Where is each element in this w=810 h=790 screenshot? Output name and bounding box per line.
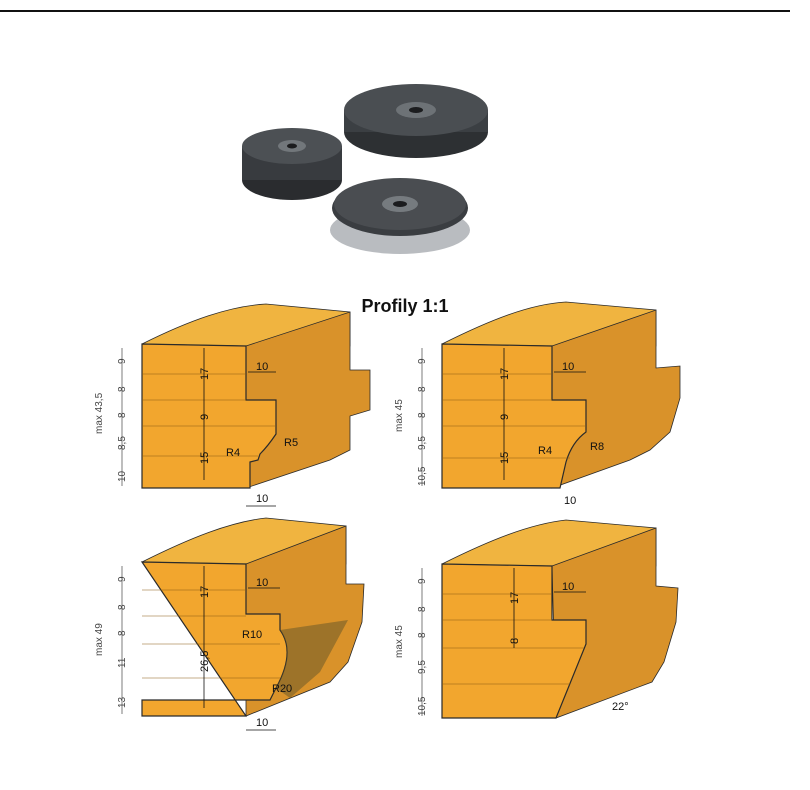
profile-3-side-1: 9 [117, 576, 128, 582]
profile-1-radius-1: R4 [226, 447, 240, 459]
profile-3-radius-1: R10 [242, 629, 262, 641]
profile-3-dim-1: 17 [199, 586, 211, 598]
profile-1-dim-1: 17 [199, 368, 211, 380]
top-rule [0, 10, 790, 12]
profile-1-dim-5: 10 [256, 493, 268, 505]
profile-2-side-1: 9 [417, 358, 428, 364]
profile-2-side-2: 8 [417, 386, 428, 392]
profile-3-side-3: 8 [117, 630, 128, 636]
profile-4-side-2: 8 [417, 606, 428, 612]
profile-4-side-3: 8 [417, 632, 428, 638]
profile-1-side-3: 8 [117, 412, 128, 418]
profile-2-dim-5: 10 [564, 495, 576, 507]
profile-2-radius-2: R8 [590, 441, 604, 453]
profile-4-dim-3: 10 [562, 581, 574, 593]
profile-3-dim-3: 10 [256, 577, 268, 589]
profile-4-max: max 45 [394, 625, 405, 658]
cutter-heads-photo [242, 84, 488, 254]
profile-3: 17 26,5 10 10 R10 R20 9 8 8 11 13 max 49 [94, 517, 365, 731]
profile-4-side-4: 9,5 [417, 660, 428, 674]
profile-3-dim-4: 10 [256, 717, 268, 729]
profile-2-side-5: 10,5 [417, 466, 428, 486]
profile-3-side-2: 8 [117, 604, 128, 610]
profile-1-side-1: 9 [117, 358, 128, 364]
profile-2-dim-1: 17 [499, 368, 511, 380]
profile-1-radius-2: R5 [284, 437, 298, 449]
profile-4: 17 8 10 22° 9 8 8 9,5 10,5 max 45 [394, 519, 679, 719]
profile-2-side-4: 9,5 [417, 436, 428, 450]
profile-4-dim-1: 17 [509, 592, 521, 604]
profile-2-side-3: 8 [417, 412, 428, 418]
profile-3-side-5: 13 [117, 696, 128, 708]
profile-2-dim-2: 9 [499, 414, 511, 420]
profile-3-side-4: 11 [117, 657, 128, 668]
profile-1-max: max 43,5 [94, 392, 105, 434]
profile-2: 17 9 15 10 10 R4 R8 9 8 8 9,5 10,5 max 4… [394, 301, 681, 507]
profile-1-dim-2: 9 [199, 414, 211, 420]
profile-2-max: max 45 [394, 399, 405, 432]
profile-2-dim-4: 10 [562, 361, 574, 373]
profile-2-dim-3: 15 [499, 452, 511, 464]
profile-3-dim-2: 26,5 [199, 651, 211, 672]
profile-4-side-5: 10,5 [417, 696, 428, 716]
profile-4-side-1: 9 [417, 578, 428, 584]
profile-3-radius-2: R20 [272, 683, 292, 695]
profile-3-max: max 49 [94, 623, 105, 656]
profile-1: 17 9 15 10 10 R4 R5 9 8 8 8,5 10 max 43,… [94, 303, 371, 507]
profile-4-angle: 22° [612, 701, 629, 713]
profile-1-dim-4: 10 [256, 361, 268, 373]
profile-1-side-5: 10 [117, 470, 128, 482]
profile-1-side-4: 8,5 [117, 436, 128, 450]
diagram-title: Profily 1:1 [361, 296, 449, 316]
profile-4-dim-2: 8 [509, 638, 521, 644]
profile-2-radius-1: R4 [538, 445, 552, 457]
profile-1-side-2: 8 [117, 386, 128, 392]
profile-1-dim-3: 15 [199, 452, 211, 464]
